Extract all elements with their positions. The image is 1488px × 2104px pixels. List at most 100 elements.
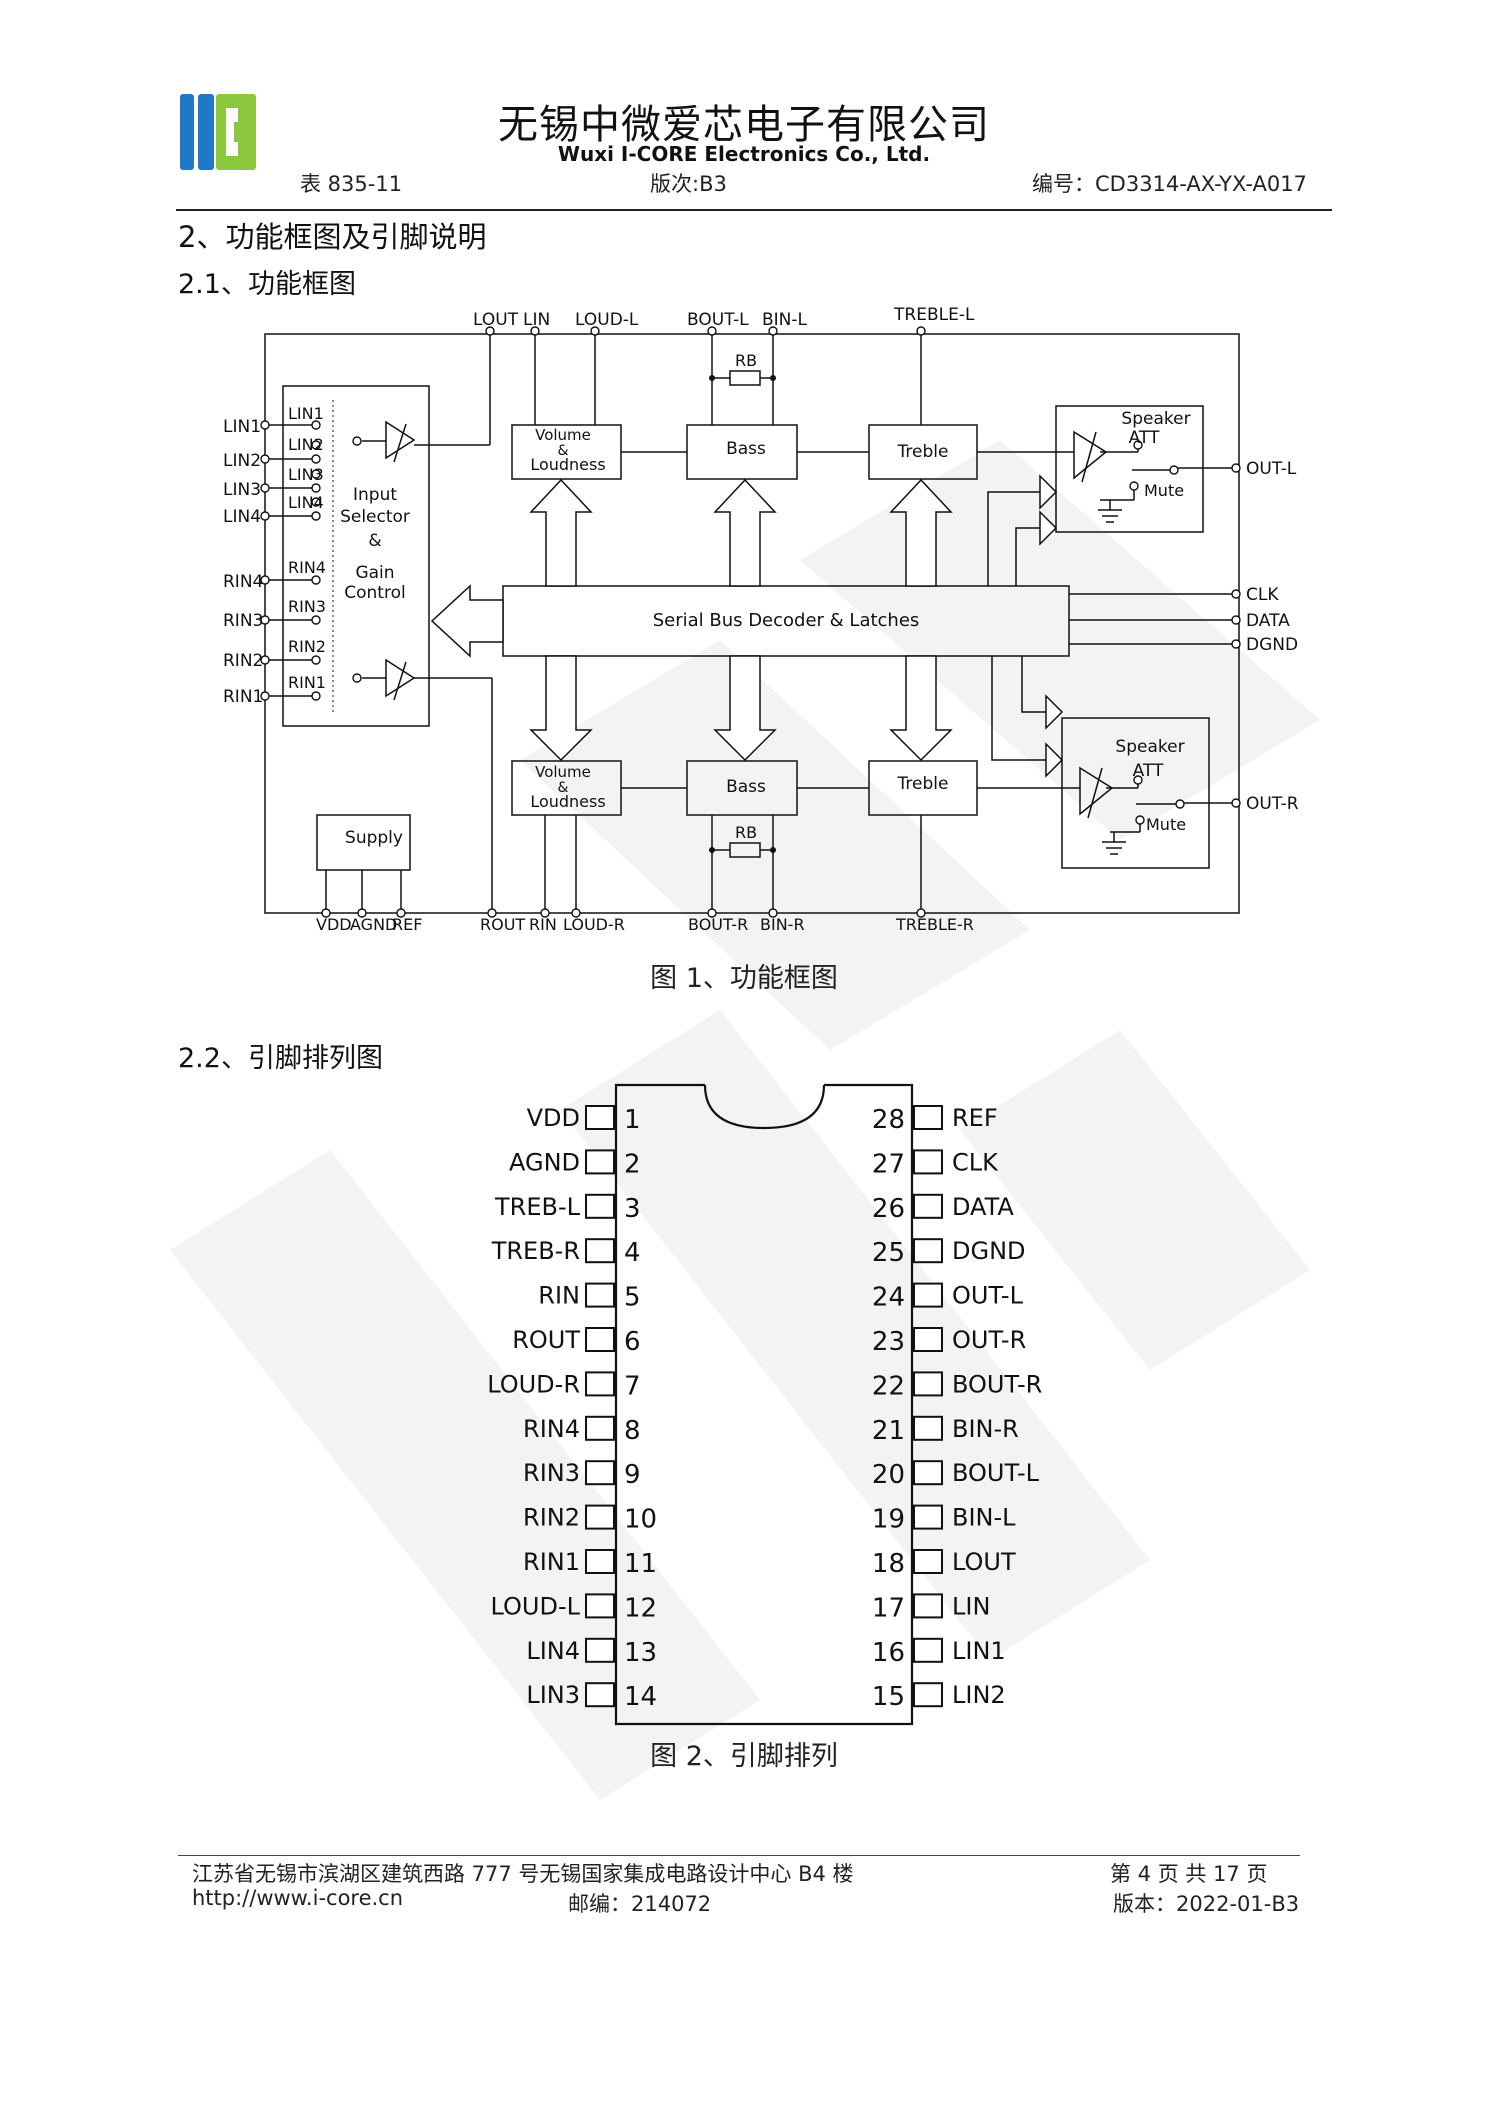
pin-number-right: 20 <box>872 1460 905 1490</box>
pin-box-left <box>585 1549 615 1574</box>
pin-label-lin2-ext: LIN2 <box>223 451 261 471</box>
selector-text-4: Gain <box>355 563 394 583</box>
speaker-amp-top <box>1073 430 1108 480</box>
pin-name-left: ROUT <box>512 1326 580 1354</box>
selector-text-2: Selector <box>340 507 410 527</box>
pin-name-left: LIN3 <box>526 1681 580 1709</box>
footer-website-link[interactable]: http://www.i-core.cn <box>192 1886 404 1910</box>
selector-pin-lin1: LIN1 <box>288 404 324 423</box>
pin-label-lin4-ext: LIN4 <box>223 507 261 527</box>
company-name-en: Wuxi I-CORE Electronics Co., Ltd. <box>557 142 931 166</box>
pin-number-left: 9 <box>624 1460 641 1490</box>
pin-label-rout: ROUT <box>480 915 525 934</box>
pin-label-lin1-ext: LIN1 <box>223 417 261 437</box>
decoder-arrow-left <box>430 584 504 658</box>
footer-page-number: 第 4 页 共 17 页 <box>1110 1862 1268 1886</box>
pin-number-left: 2 <box>624 1149 641 1179</box>
section-heading-2: 2、功能框图及引脚说明 <box>178 220 487 254</box>
pin-label-agnd: AGND <box>350 915 397 934</box>
footer-postcode: 邮编：214072 <box>568 1892 712 1916</box>
pin-number-left: 13 <box>624 1638 657 1668</box>
selector-pin-lin4: LIN4 <box>288 493 324 512</box>
pin-name-right: BOUT-L <box>952 1459 1040 1487</box>
treble-bottom-label: Treble <box>897 774 949 794</box>
pin-name-right: BOUT-R <box>952 1370 1042 1398</box>
pin-box-right <box>913 1549 943 1574</box>
pin-name-left: LIN4 <box>526 1637 580 1665</box>
pin-label-rin3-ext: RIN3 <box>223 611 263 631</box>
pin-name-right: LIN1 <box>952 1637 1006 1665</box>
selector-text-3: & <box>368 531 381 551</box>
pin-name-left: RIN4 <box>523 1415 580 1443</box>
pin-box-left <box>585 1460 615 1486</box>
pin-box-right <box>913 1149 943 1175</box>
pin-box-right <box>913 1282 943 1308</box>
pin-number-left: 12 <box>624 1593 657 1623</box>
amp-triangle-right <box>385 658 416 698</box>
pin-label-lin3-ext: LIN3 <box>223 480 261 500</box>
pin-number-right: 17 <box>872 1593 905 1623</box>
volume-top-3: Loudness <box>530 455 605 474</box>
pin-box-left <box>585 1593 615 1619</box>
bass-top-label: Bass <box>726 439 766 459</box>
speaker-amp-bottom <box>1079 766 1114 816</box>
pin-box-left <box>585 1371 615 1397</box>
footer-divider <box>178 1855 1300 1856</box>
pin-name-right: DATA <box>952 1193 1014 1221</box>
chip-notch <box>703 1084 826 1130</box>
pin-box-left <box>585 1238 615 1264</box>
pin-name-right: CLK <box>952 1148 999 1176</box>
supply-block <box>316 814 411 871</box>
pin-label-out-l: OUT-L <box>1246 459 1297 479</box>
supply-label: Supply <box>345 828 403 848</box>
pin-number-right: 26 <box>872 1194 905 1224</box>
pin-name-left: RIN3 <box>523 1459 580 1487</box>
rb-top-label: RB <box>735 351 757 370</box>
pin-box-right <box>913 1504 943 1530</box>
amp-triangle-left <box>385 420 416 460</box>
selector-pin-lin3: LIN3 <box>288 465 324 484</box>
pin-label-loud-l: LOUD-L <box>575 310 639 330</box>
pin-box-right <box>913 1327 943 1352</box>
decoder-label: Serial Bus Decoder & Latches <box>653 610 920 631</box>
pin-number-right: 21 <box>872 1416 905 1446</box>
pin-name-right: REF <box>952 1104 998 1132</box>
pin-box-left <box>585 1105 615 1130</box>
selector-pin-lin2: LIN2 <box>288 435 324 454</box>
pin-box-right <box>913 1593 943 1619</box>
pin-name-right: LOUT <box>952 1548 1016 1576</box>
chip-package <box>614 1083 914 1726</box>
pin-name-left: TREB-R <box>491 1237 580 1265</box>
functional-block-diagram: LOUT LIN LOUD-L BOUT-L BIN-L TREBLE-L LI… <box>223 305 1299 934</box>
pin-box-right <box>913 1460 943 1486</box>
pin-name-left: TREB-L <box>494 1193 581 1221</box>
pin-name-left: RIN1 <box>523 1548 580 1576</box>
pin-name-right: LIN2 <box>952 1681 1006 1709</box>
section-heading-2-1: 2.1、功能框图 <box>178 269 356 300</box>
section-heading-2-2: 2.2、引脚排列图 <box>178 1043 383 1074</box>
speaker-bottom-1: Speaker <box>1115 737 1184 757</box>
pin-box-left <box>585 1682 615 1708</box>
pin-number-left: 11 <box>624 1549 657 1579</box>
pin-label-rin2-ext: RIN2 <box>223 651 263 671</box>
figure-2-caption: 图 2、引脚排列 <box>650 1741 838 1772</box>
pin-name-right: OUT-L <box>952 1282 1024 1310</box>
pin-name-right: BIN-L <box>952 1504 1016 1532</box>
pin-label-dgnd: DGND <box>1246 635 1298 655</box>
pin-number-left: 3 <box>624 1194 641 1224</box>
pin-label-rin1-ext: RIN1 <box>223 687 263 707</box>
pin-number-left: 5 <box>624 1283 641 1313</box>
mute-top-label: Mute <box>1144 481 1184 500</box>
pin-label-bout-r: BOUT-R <box>688 915 748 934</box>
pin-box-right <box>913 1415 943 1441</box>
pin-name-right: LIN <box>952 1592 990 1620</box>
pin-box-left <box>585 1149 615 1175</box>
rb-resistor-top <box>729 370 761 386</box>
rb-resistor-bottom <box>729 842 761 858</box>
pin-box-right <box>913 1371 943 1397</box>
form-number: 表 835-11 <box>300 172 403 196</box>
pin-name-left: RIN <box>538 1282 580 1310</box>
pin-number-left: 7 <box>624 1371 641 1401</box>
